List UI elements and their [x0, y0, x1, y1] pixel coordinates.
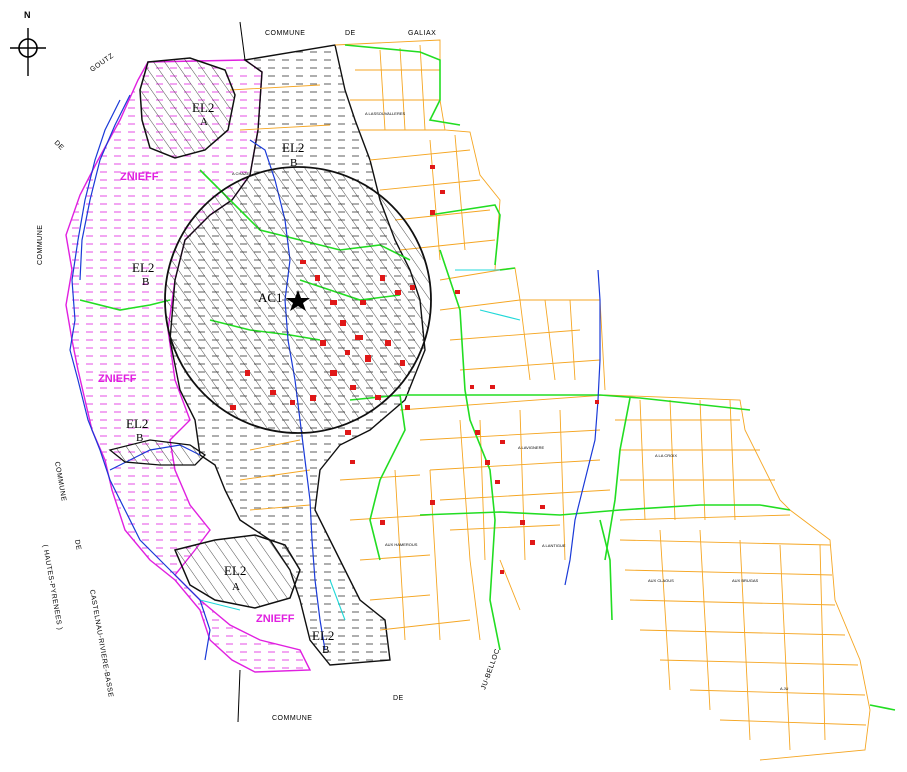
el2a-bottom-letter: A: [232, 581, 240, 593]
el2b-left-letter: B: [142, 276, 149, 288]
el2a-top-zone: [139, 57, 236, 159]
place-label: A LASSOUVALLERES: [365, 111, 406, 116]
place-label: A JU: [780, 686, 789, 691]
el2a-bottom-code: EL2: [224, 563, 246, 578]
el2b-top-letter: B: [290, 157, 297, 169]
commune-castelnau-1: COMMUNE: [53, 461, 67, 502]
commune-castelnau-3: ( HAUTES-PYRENEES ): [41, 544, 63, 631]
place-label: A CHAZE: [232, 171, 249, 176]
place-label: AUX BRUGAS: [732, 578, 759, 583]
place-label: AUX CLAOUS: [648, 578, 674, 583]
znieff-label-3: ZNIEFF: [256, 613, 295, 625]
place-label: AUX HAMEROUS: [385, 542, 418, 547]
place-label: A LAVIGNERE: [518, 445, 544, 450]
place-label: A LANTIGUE: [542, 543, 566, 548]
commune-castelnau-2: DE: [73, 539, 82, 551]
znieff-label-1: ZNIEFF: [120, 171, 159, 183]
commune-bottom-3: JU-BELLOC: [480, 648, 501, 691]
el2b-mid-code: EL2: [126, 416, 148, 431]
commune-bottom-2: DE: [393, 695, 404, 702]
el2b-bottom-letter: B: [322, 644, 329, 656]
north-letter: N: [24, 10, 31, 20]
ac1-label: AC1: [258, 290, 283, 305]
el2a-top-letter: A: [200, 116, 208, 128]
commune-galiax-3: GALIAX: [408, 30, 436, 37]
el2b-mid-lobe: [108, 439, 207, 466]
buildings: [230, 165, 599, 574]
monument-star-icon: [286, 290, 310, 311]
place-labels: A LASSOUVALLERES A CHAZE A LAVIGNERE A L…: [232, 111, 789, 691]
commune-goutz-2: DE: [53, 139, 66, 152]
el2b-bottom-code: EL2: [312, 628, 334, 643]
parcel-network: [229, 39, 871, 761]
el2b-top-code: EL2: [282, 140, 304, 155]
cyan-lines: [199, 269, 521, 621]
el2a-bottom-zone: [173, 534, 301, 609]
commune-bottom-1: COMMUNE: [272, 715, 312, 722]
commune-galiax-1: COMMUNE: [265, 30, 305, 37]
commune-left: COMMUNE: [37, 225, 44, 265]
commune-goutz-1: GOUTZ: [89, 52, 115, 73]
compass-rose: N: [10, 10, 46, 76]
el2a-top-code: EL2: [192, 100, 214, 115]
commune-castelnau-name: CASTELNAU-RIVIERE-BASSE: [88, 589, 114, 698]
el2b-left-code: EL2: [132, 260, 154, 275]
place-label: A LA CROIX: [655, 453, 677, 458]
el2b-mid-letter: B: [136, 432, 143, 444]
commune-galiax-2: DE: [345, 30, 356, 37]
commune-boundary-lines: [237, 21, 246, 723]
znieff-label-2: ZNIEFF: [98, 373, 137, 385]
zone-labels: EL2 A EL2 B EL2 B AC1 EL2 B EL2 A EL2 B …: [98, 100, 334, 656]
